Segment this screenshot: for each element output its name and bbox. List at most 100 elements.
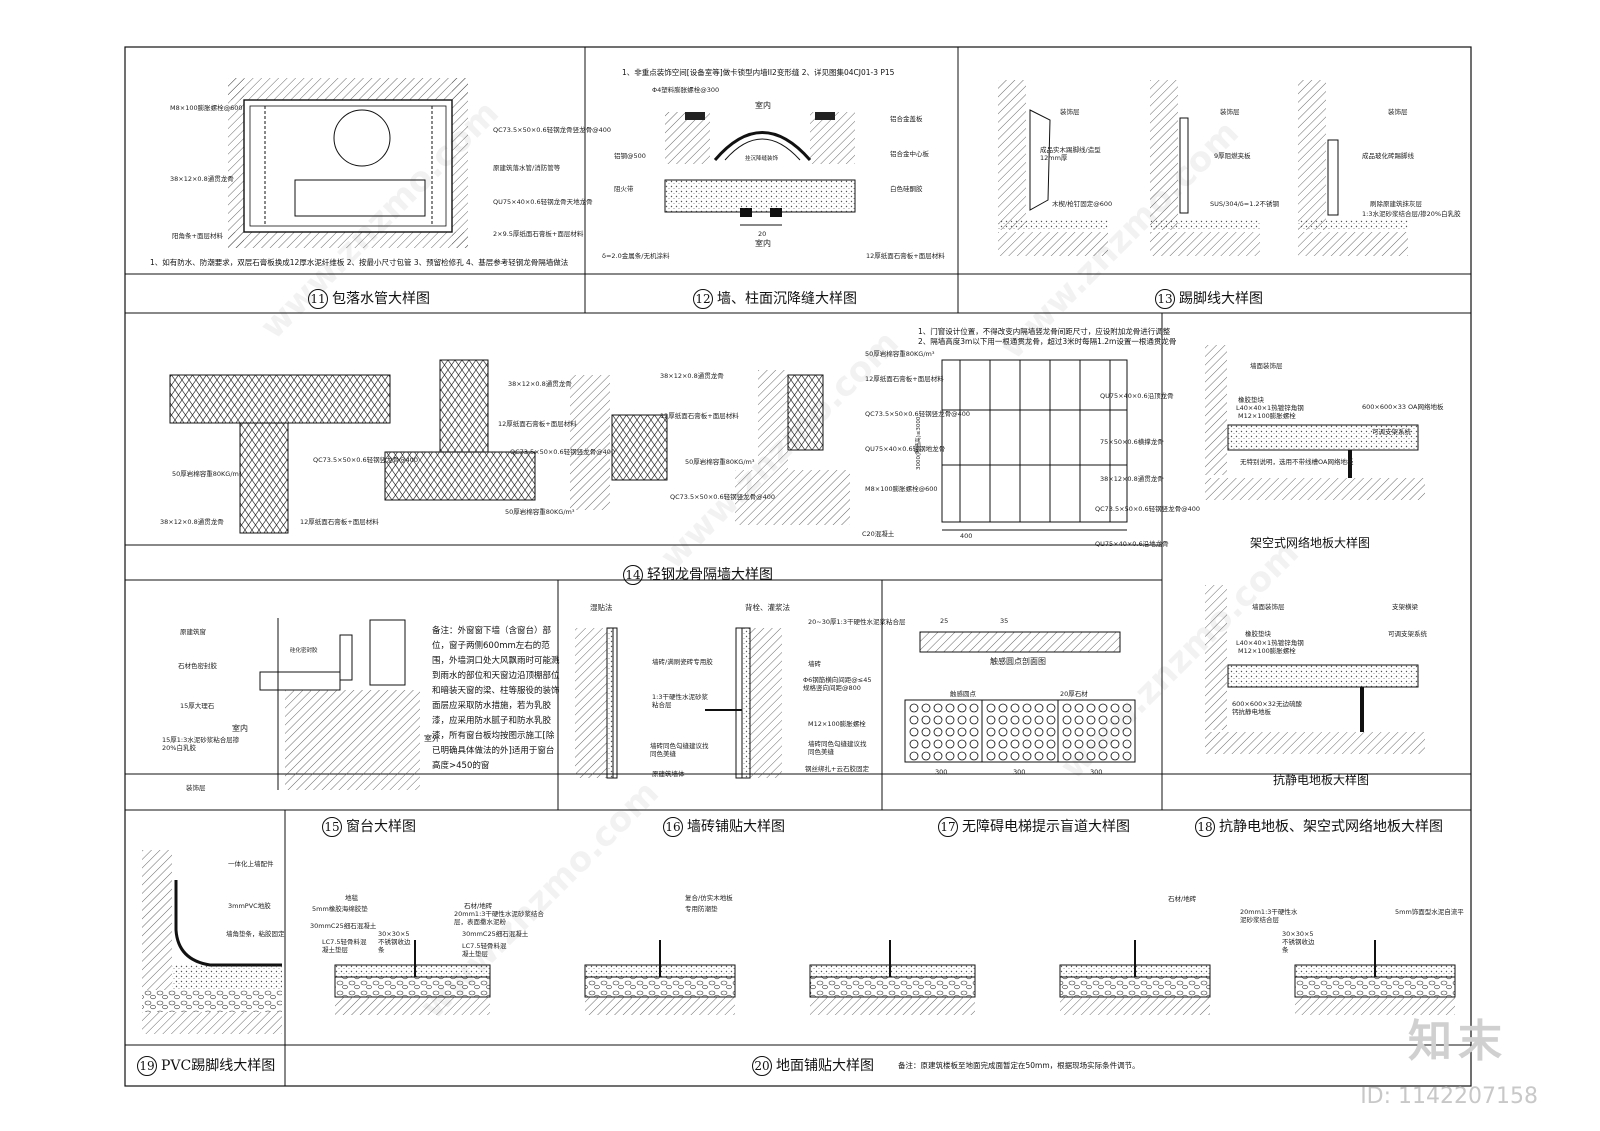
panel-number-12: 12 xyxy=(693,289,713,309)
tactile-dot xyxy=(1098,751,1108,761)
label-14-17: M8×100膨胀螺栓@600 xyxy=(865,485,938,493)
drawing-13 xyxy=(998,80,1408,256)
tactile-dot xyxy=(1010,739,1020,749)
label-14-12: QC73.5×50×0.6轻钢竖龙骨@400 xyxy=(670,493,776,501)
panel-number-16: 16 xyxy=(663,817,683,837)
label-13-10: 1:3水泥砂浆结合层/掺20%白乳胶 xyxy=(1362,210,1461,218)
panel-number-11: 11 xyxy=(308,289,328,309)
label-16-2: 背栓、灌浆法 xyxy=(745,603,790,612)
label-20-10: 复合/仿实木地板 xyxy=(685,894,733,902)
tactile-dot xyxy=(1062,739,1072,749)
tactile-dot xyxy=(1010,703,1020,713)
tactile-dot xyxy=(1122,727,1132,737)
tactile-dot xyxy=(998,715,1008,725)
tactile-dot xyxy=(945,715,955,725)
label-18-9: 橡胶垫块 xyxy=(1245,630,1271,638)
tactile-dot xyxy=(969,703,979,713)
label-16-4: 1:3干硬性水泥砂浆粘合层 xyxy=(652,693,708,709)
tactile-dot xyxy=(998,739,1008,749)
label-12-11: 室内 xyxy=(755,239,771,248)
label-12-2: 室内 xyxy=(755,101,771,110)
label-17-2: 触感圆点 xyxy=(950,690,976,698)
label-20-11: 专用防潮垫 xyxy=(685,905,718,913)
label-18-3: L40×40×1热镀锌角钢 xyxy=(1236,404,1304,412)
label-15-2: 石材色密封胶 xyxy=(178,662,217,670)
drawing-14 xyxy=(169,359,1128,534)
tactile-dot xyxy=(933,703,943,713)
label-14-21: 38×12×0.8通贯龙骨 xyxy=(1100,475,1164,483)
label-16-3: 墙砖/满刷瓷砖专用胶 xyxy=(652,658,713,666)
tactile-dot xyxy=(969,727,979,737)
tactile-dot xyxy=(1122,703,1132,713)
label-14-18: C20混凝土 xyxy=(862,530,895,538)
tactile-dot xyxy=(1010,727,1020,737)
label-12-12: 12厚纸面石膏板+面层材料 xyxy=(866,252,945,260)
label-14-20: 75×50×0.6横撑龙骨 xyxy=(1100,438,1164,446)
label-15-7: 室内 xyxy=(232,724,248,733)
label-14-15: QC73.5×50×0.6轻钢竖龙骨@400 xyxy=(865,410,971,418)
tactile-dot xyxy=(921,703,931,713)
label-12-9: δ=2.0金属条/无机涂料 xyxy=(602,252,670,260)
tactile-dot xyxy=(1098,715,1108,725)
label-20-6: 石材/地砖 xyxy=(464,902,493,910)
image-id: ID: 1142207158 xyxy=(1360,1084,1538,1109)
label-16-12: 钢丝绑扎+云石胶固定 xyxy=(805,765,869,773)
note-15: 备注：外窗窗下墙（含窗台）部位，窗子两侧600mm左右的范围，外墙洞口处大风飘雨… xyxy=(432,626,560,771)
label-11-6: QU75×40×0.6轻钢龙骨天地龙骨 xyxy=(493,198,593,206)
label-12-6: 挂沉降缝装饰 xyxy=(745,156,779,162)
label-14-23: QU75×40×0.6沿地龙骨 xyxy=(1095,540,1169,548)
label-16-11: 墙砖同色勾缝建议找同色美缝 xyxy=(808,740,867,756)
tactile-dot xyxy=(969,715,979,725)
label-14-4: 12厚纸面石膏板+面层材料 xyxy=(300,518,379,526)
drawing-16 xyxy=(575,627,782,779)
tactile-dot xyxy=(1046,739,1056,749)
tactile-dot xyxy=(957,727,967,737)
label-14-22: QC73.5×50×0.6轻钢竖龙骨@400 xyxy=(1095,505,1201,513)
panel-title-17-text: 无障碍电梯提示盲道大样图 xyxy=(962,819,1130,835)
sub-title-18b: 抗静电地板大样图 xyxy=(1273,773,1370,787)
label-12-4: 铝合金中心板 xyxy=(890,150,929,158)
sub-title-18a: 架空式网络地板大样图 xyxy=(1250,536,1371,550)
tactile-dot xyxy=(969,751,979,761)
label-11-1: M8×100膨胀螺栓@600 xyxy=(170,104,243,112)
tactile-dot xyxy=(1098,739,1108,749)
label-19-2: 3mmPVC地胶 xyxy=(228,902,271,910)
label-13-2: 成品实木踢脚线/造型12mm厚 xyxy=(1040,146,1101,162)
tactile-dot xyxy=(945,703,955,713)
tactile-dot xyxy=(909,715,919,725)
label-15-6: 硅化密封胶 xyxy=(290,648,318,654)
panel-title-13-text: 踢脚线大样图 xyxy=(1179,291,1263,307)
tactile-dot xyxy=(921,739,931,749)
label-14-11: 50厚岩棉容重80KG/m³ xyxy=(685,458,755,466)
tactile-dot xyxy=(1062,751,1072,761)
label-20-12: 5mm饰面型水泥自流平 xyxy=(1395,908,1464,916)
label-15-3: 15厚大理石 xyxy=(180,702,215,710)
brand-logo: 知末 xyxy=(1408,1016,1508,1067)
tactile-dot xyxy=(1062,703,1072,713)
label-11-5: 原建筑落水管/消防管等 xyxy=(493,164,561,172)
label-18-13: 支架横梁 xyxy=(1392,603,1418,611)
tactile-dot xyxy=(1110,739,1120,749)
panel-number-14: 14 xyxy=(623,565,643,585)
tactile-dot xyxy=(1034,739,1044,749)
tactile-dot xyxy=(1110,727,1120,737)
tactile-dot xyxy=(1010,715,1020,725)
label-18-11: M12×100膨胀螺栓 xyxy=(1238,647,1296,655)
label-14-1: 50厚岩棉容重80KG/m³ xyxy=(172,470,242,478)
tactile-dot xyxy=(909,739,919,749)
tactile-dot xyxy=(1122,739,1132,749)
label-13-8: 成品玻化砖踢脚线 xyxy=(1362,152,1414,160)
tactile-dot xyxy=(986,751,996,761)
tactile-dot xyxy=(1086,703,1096,713)
label-13-4: 装饰层 xyxy=(1220,108,1240,116)
label-18-12: 600×600×32无边硫酸钙抗静电地板 xyxy=(1232,700,1302,716)
tactile-dot xyxy=(1022,751,1032,761)
label-17-6: 300 xyxy=(1090,768,1103,776)
panel-title-12-text: 墙、柱面沉降缝大样图 xyxy=(717,291,857,307)
label-20-9: LC7.5轻骨料混凝土垫层 xyxy=(462,942,507,958)
tactile-dot xyxy=(945,727,955,737)
tactile-dot xyxy=(957,715,967,725)
label-15-5: 装饰层 xyxy=(186,784,206,792)
tactile-dot xyxy=(1074,727,1084,737)
